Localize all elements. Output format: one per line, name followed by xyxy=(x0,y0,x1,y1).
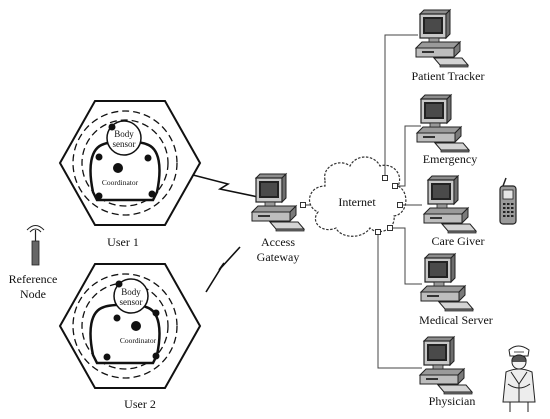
user-1-head xyxy=(106,120,142,156)
endpoint-label: Care Giver xyxy=(432,234,485,248)
endpoint-label: Emergency xyxy=(423,152,477,166)
endpoint-patient-tracker: Patient Tracker xyxy=(412,9,485,83)
physician-figure-icon xyxy=(502,345,536,412)
mobile-phone-icon xyxy=(499,177,517,225)
cloud-icon xyxy=(308,156,407,237)
user-2-network: Body sensor Coordinator User 2 xyxy=(58,263,202,411)
user-2-sensor-node xyxy=(113,314,121,322)
endpoint-label: Patient Tracker xyxy=(412,69,485,83)
user-2-range-outer xyxy=(72,273,178,379)
access-gateway-label-1: Access xyxy=(261,235,295,249)
user-2-body-outline xyxy=(89,303,161,365)
internet-label: Internet xyxy=(338,195,376,209)
reference-node: Reference Node xyxy=(9,225,58,301)
user-1-network: Body sensor Coordinator User 1 xyxy=(58,100,202,249)
user-2-sensor-node xyxy=(115,280,123,288)
internet-cloud: Internet xyxy=(308,156,407,237)
user-2-head xyxy=(113,278,149,314)
endpoint-label: Physician xyxy=(429,394,476,408)
computer-icon xyxy=(415,9,469,68)
endpoint-emergency: Emergency xyxy=(416,94,477,166)
user-1-hexagon xyxy=(58,100,202,226)
user-1-body-sensor-label-1: Body xyxy=(114,129,134,139)
user-2-sensor-node xyxy=(152,309,160,317)
computer-icon xyxy=(416,94,470,153)
user-1-range-outer xyxy=(72,110,178,216)
user-1-sensor-node xyxy=(95,153,103,161)
user-2-body-sensor-label-1: Body xyxy=(121,287,141,297)
user-2-coordinator-node xyxy=(131,321,141,331)
user-2-coordinator-label: Coordinator xyxy=(120,336,157,345)
user-1-body-sensor-label-2: sensor xyxy=(113,139,136,149)
endpoint-care-giver: Care Giver xyxy=(423,175,517,248)
endpoint-label: Medical Server xyxy=(419,313,493,327)
user-2-body-sensor-label-2: sensor xyxy=(120,297,143,307)
user-1-sensor-node xyxy=(144,154,152,162)
user-1-coordinator-node xyxy=(113,163,123,173)
access-gateway-label-2: Gateway xyxy=(257,250,300,264)
user-1-coordinator-label: Coordinator xyxy=(102,178,139,187)
computer-icon xyxy=(423,175,477,234)
user-2-hexagon xyxy=(58,263,202,389)
wireless-link-user-2 xyxy=(205,246,241,293)
user-1-sensor-node xyxy=(148,190,156,198)
computer-icon xyxy=(419,336,473,395)
user-1-range-inner xyxy=(81,119,169,207)
user-2-sensor-node xyxy=(152,352,160,360)
access-gateway: Access Gateway xyxy=(251,173,305,264)
user-1-label: User 1 xyxy=(107,235,139,249)
endpoint-medical-server: Medical Server xyxy=(419,253,493,327)
endpoint-physician: Physician xyxy=(419,336,536,412)
computer-icon xyxy=(420,253,474,312)
wireless-link-user-1 xyxy=(192,174,259,198)
antenna-icon xyxy=(26,225,45,266)
reference-node-label-2: Node xyxy=(20,287,46,301)
reference-node-label-1: Reference xyxy=(9,272,58,286)
user-1-sensor-node xyxy=(108,123,116,131)
computer-icon xyxy=(251,173,305,232)
user-1-sensor-node xyxy=(95,192,103,200)
user-2-label: User 2 xyxy=(124,397,156,411)
user-2-sensor-node xyxy=(103,353,111,361)
backbone-links xyxy=(377,34,422,369)
